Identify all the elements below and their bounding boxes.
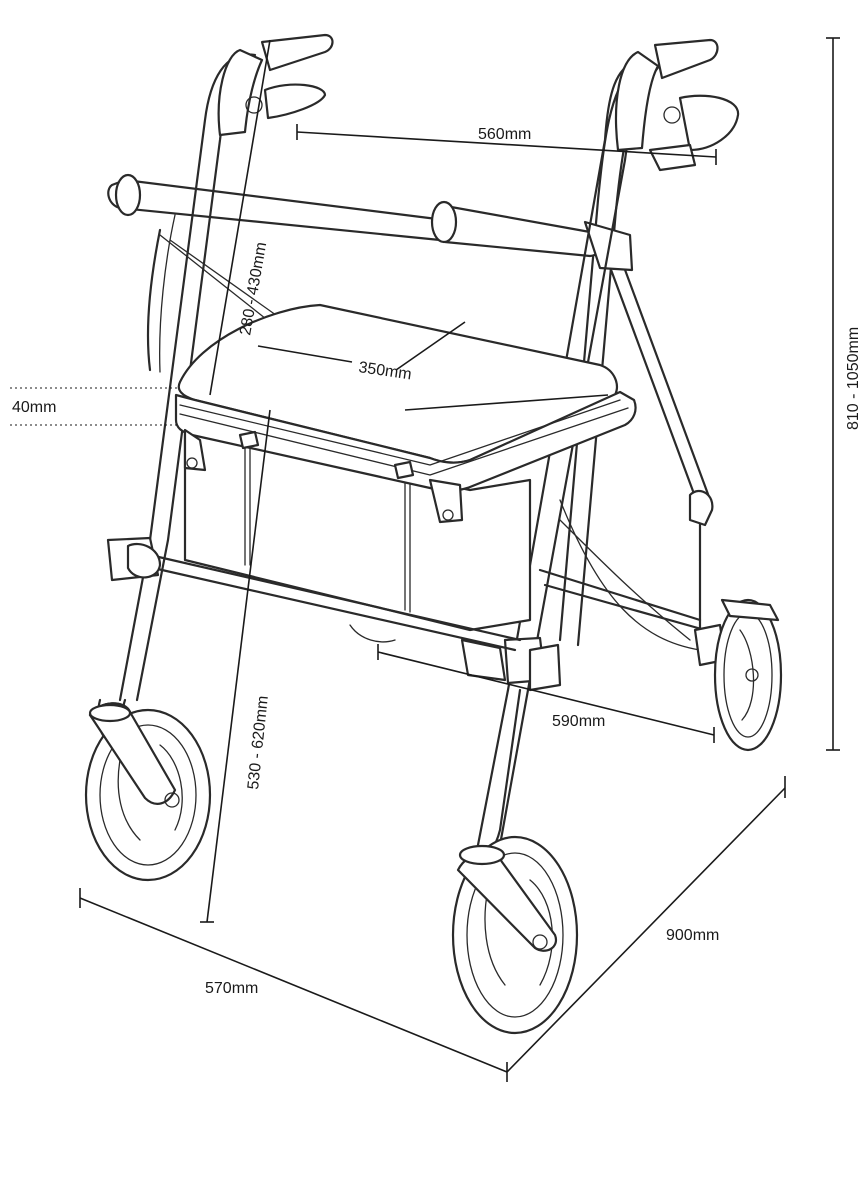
inner-width-label: 590mm [552, 713, 605, 730]
left-handle [217, 33, 334, 137]
right-handle [614, 38, 740, 172]
seat-and-basket [126, 303, 637, 682]
seat-height-label: 530 - 620mm [245, 695, 272, 791]
front-left-wheel [84, 702, 212, 882]
handle-width-label: 560mm [478, 126, 531, 143]
seat-thickness-label: 40mm [12, 399, 56, 416]
dimension-lines [10, 37, 840, 1082]
depth-label: 900mm [666, 927, 719, 944]
overall-height-label: 810 - 1050mm [845, 327, 862, 430]
front-right-wheel [451, 835, 579, 1035]
rear-right-wheel [713, 598, 783, 752]
overall-width-label: 570mm [205, 980, 258, 997]
